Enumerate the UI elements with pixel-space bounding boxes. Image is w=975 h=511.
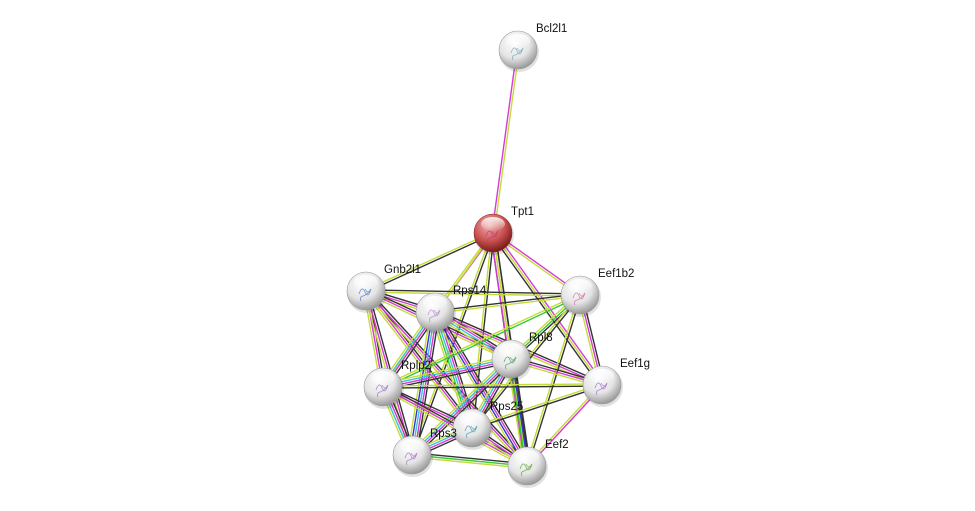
node-label: Rplp2 <box>401 360 431 372</box>
edge-evidence-coexpression <box>412 452 528 465</box>
node-highlight <box>460 412 484 426</box>
node-tpt1[interactable]: Tpt1 <box>473 206 534 255</box>
edge-eef1g-rps25[interactable] <box>471 383 603 430</box>
edge-evidence-textmining <box>493 50 520 234</box>
edge-evidence-experiments <box>413 312 438 456</box>
node-rps14[interactable]: Rps14 <box>415 285 487 334</box>
edge-rps14-eef1b2[interactable] <box>434 293 581 314</box>
edge-evidence-textmining <box>431 313 525 469</box>
node-rps3[interactable]: Rps3 <box>392 428 457 477</box>
edge-gnb2l1-eef1b2[interactable] <box>365 289 581 297</box>
edge-evidence-textmining <box>363 292 526 468</box>
edge-evidence-textmining <box>365 291 580 297</box>
protein-structure-icon <box>519 463 533 477</box>
node-highlight <box>590 369 614 383</box>
node-highlight <box>506 34 530 48</box>
edge-rpl8-rps3[interactable] <box>409 356 514 458</box>
edge-evidence-textmining <box>363 291 471 430</box>
protein-structure-icon <box>510 47 524 61</box>
edge-eef1b2-eef2[interactable] <box>525 294 582 467</box>
node-highlight <box>400 439 424 453</box>
node-label: Rps25 <box>490 401 523 413</box>
node-gnb2l1[interactable]: Gnb2l1 <box>346 264 421 313</box>
edge-evidence-coexpression <box>366 289 581 295</box>
node-eef2[interactable]: Eef2 <box>507 439 569 488</box>
protein-structure-icon <box>427 309 441 323</box>
node-label: Eef1g <box>620 358 650 370</box>
edge-tpt1-bcl2l1[interactable] <box>491 49 520 234</box>
node-highlight <box>423 296 447 310</box>
node-label: Rpl8 <box>529 332 553 344</box>
edge-evidence-experiments <box>491 49 518 233</box>
node-label: Tpt1 <box>511 206 534 218</box>
edge-evidence-neighborhood <box>383 295 581 389</box>
edge-evidence-coexpression <box>413 360 514 458</box>
edge-evidence-textmining <box>410 232 493 455</box>
protein-structure-icon <box>485 230 499 244</box>
edge-evidence-textmining <box>382 355 511 385</box>
edge-evidence-coexpression <box>527 295 582 467</box>
edges-layer <box>363 49 605 469</box>
edge-evidence-textmining <box>471 383 602 428</box>
edge-evidence-coexpression <box>383 385 603 389</box>
node-highlight <box>354 275 378 289</box>
node-label: Rps14 <box>453 285 487 297</box>
protein-structure-icon <box>358 288 372 302</box>
edge-evidence-textmining <box>365 231 493 291</box>
edge-evidence-coexpression <box>472 385 603 430</box>
edge-evidence-textmining <box>409 356 510 454</box>
protein-structure-icon <box>464 425 478 439</box>
protein-structure-icon <box>404 452 418 466</box>
edge-evidence-experiments <box>365 290 528 467</box>
protein-structure-icon <box>572 292 586 306</box>
node-bcl2l1[interactable]: Bcl2l1 <box>498 23 567 72</box>
node-highlight <box>481 217 505 231</box>
node-highlight <box>515 450 539 464</box>
node-eef1b2[interactable]: Eef1b2 <box>560 268 634 317</box>
edge-evidence-coexpression <box>438 310 477 427</box>
node-eef1g[interactable]: Eef1g <box>582 358 650 407</box>
protein-structure-icon <box>503 356 517 370</box>
protein-structure-icon <box>375 384 389 398</box>
edge-evidence-database <box>411 311 436 456</box>
node-highlight <box>499 343 523 357</box>
node-label: Rps3 <box>430 428 457 440</box>
edge-evidence-database <box>410 357 511 455</box>
protein-structure-icon <box>594 382 608 396</box>
edge-gnb2l1-eef2[interactable] <box>363 289 530 468</box>
edge-eef1g-rplp2[interactable] <box>382 383 603 389</box>
node-rps25[interactable]: Rps25 <box>452 401 523 450</box>
edge-eef1b2-rplp2[interactable] <box>382 293 581 389</box>
node-label: Eef1b2 <box>598 268 634 280</box>
edge-evidence-database <box>382 357 511 387</box>
edge-evidence-textmining <box>382 383 602 387</box>
edge-evidence-textmining <box>411 456 527 469</box>
node-label: Eef2 <box>545 439 569 451</box>
edge-tpt1-gnb2l1[interactable] <box>365 231 494 293</box>
edge-evidence-coexpression <box>366 233 494 293</box>
node-highlight <box>568 279 592 293</box>
edge-evidence-textmining <box>435 295 581 314</box>
edge-evidence-experiments <box>383 359 512 389</box>
node-label: Bcl2l1 <box>536 23 567 35</box>
node-label: Gnb2l1 <box>384 264 421 276</box>
node-rplp2[interactable]: Rplp2 <box>363 360 431 409</box>
edge-evidence-coexpression <box>415 312 441 456</box>
edge-evidence-textmining <box>525 294 580 466</box>
edge-evidence-cooccurrence <box>409 311 434 455</box>
edge-evidence-experiments <box>412 359 513 457</box>
node-highlight <box>371 371 395 385</box>
edge-evidence-coexpression <box>434 293 580 312</box>
edge-evidence-textmining <box>382 293 580 387</box>
edge-evidence-coexpression <box>367 289 530 465</box>
node-rpl8[interactable]: Rpl8 <box>491 332 553 381</box>
